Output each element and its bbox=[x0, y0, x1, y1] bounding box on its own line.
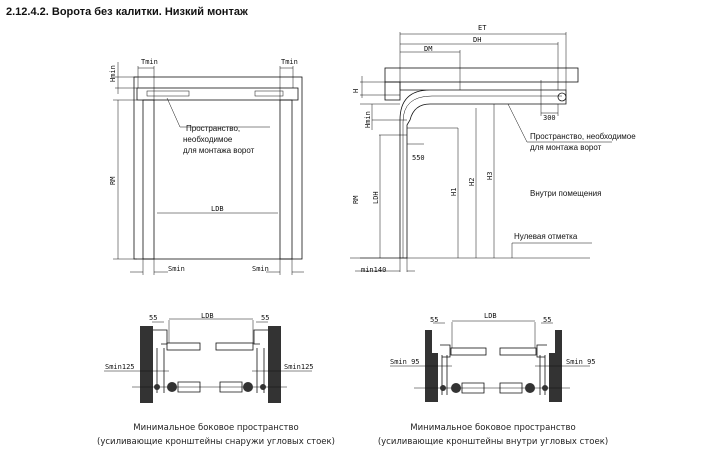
shaft bbox=[557, 92, 567, 102]
caption-line: Минимальное боковое пространство bbox=[133, 423, 298, 433]
plan-outside: LDB 55 55 Smin125 Smin125 Минимальное бо… bbox=[97, 312, 335, 447]
ceiling bbox=[384, 67, 579, 83]
zero-level-label: Нулевая отметка bbox=[514, 232, 578, 241]
dim-ldb: LDB bbox=[201, 312, 214, 320]
dim-ldb: LDB bbox=[211, 205, 224, 213]
dim-smin-right: Smin 95 bbox=[566, 358, 596, 366]
dim-rm: RM bbox=[352, 196, 360, 204]
dim-rm: RM bbox=[109, 177, 117, 185]
dim-ldb: LDB bbox=[484, 312, 497, 320]
dim-et: ET bbox=[478, 24, 487, 32]
dim-ldh: LDH bbox=[372, 191, 380, 204]
dim-tmin-left: Tmin bbox=[141, 58, 158, 66]
door-track bbox=[399, 89, 567, 259]
wall-opening bbox=[133, 76, 303, 260]
note-line: для монтажа ворот bbox=[530, 143, 602, 152]
dim-h: H bbox=[352, 89, 360, 93]
dim-smin-left: Smin 95 bbox=[390, 358, 420, 366]
page-title: 2.12.4.2. Ворота без калитки. Низкий мон… bbox=[6, 6, 248, 18]
wall-left bbox=[140, 326, 153, 403]
shaft-left bbox=[146, 90, 190, 97]
dim-550: 550 bbox=[412, 154, 425, 162]
dim-dm: DM bbox=[424, 45, 432, 53]
dim-smin-right: Smin125 bbox=[284, 363, 314, 371]
dim-min140: min140 bbox=[361, 266, 386, 274]
dim-300: 300 bbox=[543, 114, 556, 122]
side-view: ET DH DM H Hmin RM LDH H1 H2 H3 300 550 … bbox=[350, 24, 636, 274]
note-line: Пространство, bbox=[186, 124, 240, 133]
right-post bbox=[279, 99, 293, 260]
dim-tmin-right: Tmin bbox=[281, 58, 298, 66]
dim-55-right: 55 bbox=[543, 316, 551, 324]
note-line: для монтажа ворот bbox=[183, 146, 255, 155]
note-line: Пространство, необходимое bbox=[530, 132, 636, 141]
dim-55-left: 55 bbox=[149, 314, 157, 322]
dim-h2: H2 bbox=[468, 178, 476, 186]
caption-line: (усиливающие кронштейны снаружи угловых … bbox=[97, 437, 335, 447]
wall-right bbox=[268, 326, 281, 403]
dim-55-left: 55 bbox=[430, 316, 438, 324]
front-view: Tmin Tmin Hmin RM LDB Smin Smin Простран… bbox=[109, 58, 304, 275]
dim-smin-left: Smin bbox=[168, 265, 185, 273]
dim-hmin: Hmin bbox=[109, 65, 117, 82]
inside-label: Внутри помещения bbox=[530, 189, 601, 198]
dim-h1: H1 bbox=[450, 188, 458, 196]
shaft-right bbox=[254, 90, 284, 97]
lintel bbox=[384, 81, 401, 101]
plan-inside: LDB 55 55 Smin 95 Smin 95 Минимальное бо… bbox=[378, 312, 608, 447]
top-panel bbox=[136, 87, 299, 101]
dim-55-right: 55 bbox=[261, 314, 269, 322]
left-post bbox=[142, 99, 155, 260]
caption-line: Минимальное боковое пространство bbox=[410, 423, 575, 433]
caption-line: (усиливающие кронштейны внутри угловых с… bbox=[378, 437, 608, 447]
dim-smin-left: Smin125 bbox=[105, 363, 135, 371]
dim-hmin: Hmin bbox=[364, 111, 372, 128]
dim-smin-right: Smin bbox=[252, 265, 269, 273]
note-line: необходимое bbox=[183, 135, 233, 144]
dim-h3: H3 bbox=[486, 172, 494, 180]
dim-dh: DH bbox=[473, 36, 481, 44]
